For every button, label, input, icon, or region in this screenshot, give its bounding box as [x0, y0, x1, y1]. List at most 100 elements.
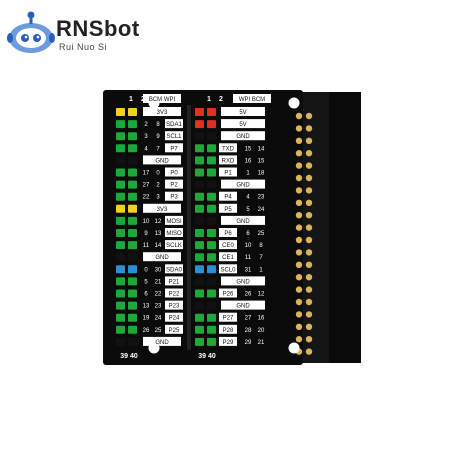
left-row-bcm: 9 [144, 231, 148, 237]
left-name-box [165, 300, 183, 310]
left-row-wpi: 23 [155, 304, 162, 310]
right-row-bcm: 8 [259, 243, 263, 249]
right-power-label-box [221, 179, 265, 189]
left-name-box [165, 215, 183, 225]
jumper-pin [195, 120, 204, 129]
left-row-bcm: 6 [144, 292, 148, 298]
jumper-pin [195, 277, 204, 286]
mounting-hole [288, 342, 300, 354]
jumper-pin [116, 289, 125, 298]
jumper-pin [195, 108, 204, 116]
left-row-name: MOSI [166, 219, 182, 225]
gold-pin [295, 224, 303, 231]
left-name-box [165, 240, 183, 250]
jumper-pin [207, 301, 216, 310]
right-row-wpi: 29 [245, 340, 252, 346]
jumper-pin [207, 289, 216, 298]
right-row-name: 5V [239, 110, 246, 116]
left-row-wpi: 21 [155, 279, 162, 285]
jumper-pin [116, 144, 125, 153]
right-power-label-box [221, 119, 265, 129]
left-row-name: 3V3 [157, 110, 168, 116]
left-row-bcm: 27 [143, 183, 150, 189]
jumper-pin [195, 337, 204, 346]
jumper-pin [116, 156, 125, 165]
left-power-label-box [143, 203, 181, 213]
jumper-pin [116, 132, 125, 141]
jumper-pin [207, 132, 216, 141]
left-row-name: GND [155, 255, 169, 261]
jumper-pin [207, 144, 216, 153]
left-row-wpi: 2 [156, 183, 160, 189]
gold-pin [305, 336, 313, 343]
jumper-pin [116, 265, 125, 274]
jumper-pin [116, 120, 125, 129]
right-name-box [219, 155, 237, 165]
gold-pin [305, 261, 313, 268]
left-row-bcm: 5 [144, 279, 148, 285]
jumper-pin [207, 265, 216, 274]
left-row-name: P25 [169, 328, 180, 334]
right-row-bcm: 1 [259, 267, 263, 273]
jumper-pin [207, 229, 216, 237]
gold-pin [295, 261, 303, 268]
right-row-name: CE1 [222, 255, 234, 261]
gold-pin [295, 187, 303, 194]
jumper-pin [195, 204, 204, 213]
left-row-name: MISO [166, 231, 182, 237]
left-name-box [165, 288, 183, 298]
right-header-box [233, 94, 271, 103]
gold-pin [305, 323, 313, 330]
right-name-box [219, 191, 237, 201]
right-row-wpi: 6 [246, 231, 250, 237]
jumper-pin [195, 168, 204, 177]
jumper-pin [128, 301, 137, 310]
jumper-pin [128, 241, 137, 250]
jumper-pin [195, 156, 204, 165]
jumper-pin [207, 337, 216, 346]
right-row-name: CE0 [222, 243, 234, 249]
right-row-wpi: 28 [245, 328, 252, 334]
top-pin-number-1: 1 [129, 96, 133, 103]
jumper-pin [195, 325, 204, 334]
left-row-name: P22 [169, 292, 180, 298]
jumper-pin [195, 313, 204, 322]
jumper-pin [128, 337, 137, 346]
right-row-wpi: 26 [245, 292, 252, 298]
gold-pin [305, 224, 313, 231]
jumper-pin [128, 120, 137, 129]
right-row-name: GND [236, 279, 250, 285]
right-row-name: GND [236, 183, 250, 189]
right-row-name: GND [236, 219, 250, 225]
left-row-bcm: 17 [143, 171, 150, 177]
left-row-bcm: 22 [143, 195, 150, 201]
top-pin-number-right-1: 1 [207, 96, 211, 103]
left-name-box [165, 324, 183, 334]
left-name-box [165, 264, 183, 274]
gold-pin [305, 199, 313, 206]
left-row-name: SCLK [166, 243, 182, 249]
right-power-label-box [221, 215, 265, 225]
left-row-name: SDA0 [166, 267, 182, 273]
right-name-box [219, 264, 237, 274]
jumper-pin [195, 301, 204, 310]
center-divider [187, 105, 191, 350]
jumper-pin [195, 253, 204, 262]
right-row-wpi: 27 [245, 316, 252, 322]
jumper-pin [128, 156, 137, 165]
right-power-label-box [221, 131, 265, 141]
jumper-pin [207, 241, 216, 250]
jumper-pin [128, 265, 137, 274]
pcb-body [103, 90, 303, 365]
right-name-box [219, 167, 237, 177]
gold-pin [305, 174, 313, 182]
left-name-box [165, 179, 183, 189]
right-row-bcm: 18 [258, 171, 265, 177]
left-header-label: BCM WPI [149, 97, 176, 103]
jumper-pin [195, 289, 204, 298]
left-row-wpi: 12 [155, 219, 162, 225]
right-row-bcm: 14 [258, 146, 265, 152]
right-row-wpi: 16 [245, 158, 252, 164]
left-row-name: P21 [169, 279, 180, 285]
